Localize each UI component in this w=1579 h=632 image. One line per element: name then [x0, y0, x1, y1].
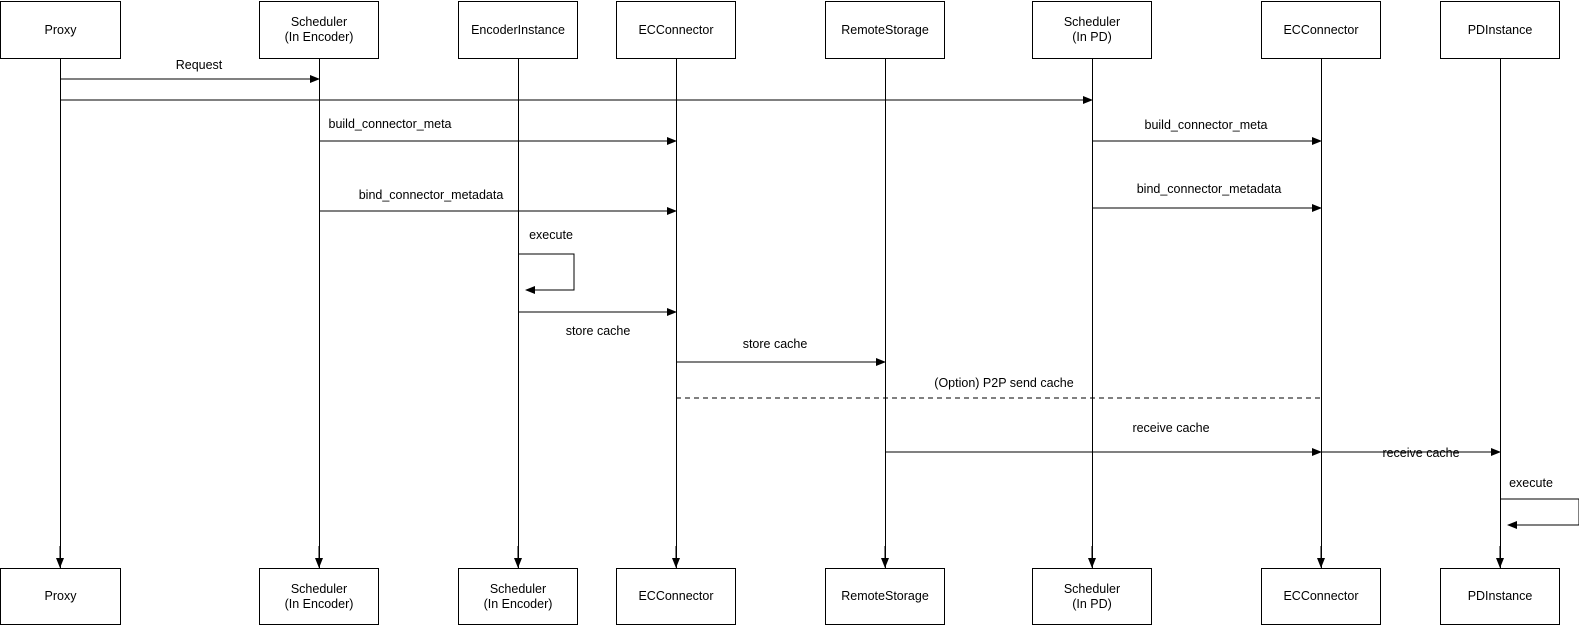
- participant-box-bottom-encoder-instance: Scheduler(In Encoder): [458, 568, 578, 625]
- participant-label: PDInstance: [1467, 589, 1533, 603]
- participant-label: Proxy: [44, 22, 77, 37]
- message-label-receive-cache-2: receive cache: [1382, 446, 1460, 460]
- lifeline-proxy: [60, 59, 61, 568]
- participant-box-bottom-remote-storage: RemoteStorage: [825, 568, 945, 625]
- self-message-execute-pdinstance: [1500, 498, 1579, 529]
- participant-label: ECConnector: [638, 22, 714, 37]
- participant-box-bottom-pd-instance: PDInstance: [1440, 568, 1560, 625]
- participant-box-top-ecconnector-pd: ECConnector: [1261, 1, 1381, 59]
- message-label-p2p-send-cache: (Option) P2P send cache: [934, 376, 1074, 390]
- participant-label: Proxy: [44, 589, 77, 603]
- lifeline-ecconnector-pd: [1321, 59, 1322, 568]
- participant-sublabel: (In PD): [1072, 596, 1112, 611]
- lifeline-ecconnector-enc: [676, 59, 677, 568]
- participant-sublabel: (In Encoder): [284, 30, 354, 44]
- participant-label: Scheduler: [1063, 15, 1121, 29]
- lifeline-pd-instance: [1500, 59, 1501, 568]
- participant-sublabel: (In PD): [1072, 30, 1112, 44]
- participant-box-top-remote-storage: RemoteStorage: [825, 1, 945, 59]
- participant-label: Scheduler: [290, 581, 348, 596]
- participant-box-top-scheduler-encoder: Scheduler(In Encoder): [259, 1, 379, 59]
- participant-label: PDInstance: [1467, 22, 1533, 37]
- participant-label: RemoteStorage: [841, 22, 929, 37]
- self-message-label-execute-encoder: execute: [529, 228, 573, 242]
- participant-label: Scheduler: [290, 15, 348, 29]
- participant-label: ECConnector: [1283, 589, 1359, 603]
- participant-box-bottom-scheduler-encoder: Scheduler(In Encoder): [259, 568, 379, 625]
- participant-box-bottom-ecconnector-enc: ECConnector: [616, 568, 736, 625]
- message-label-store-cache-2: store cache: [742, 337, 808, 351]
- lifeline-scheduler-encoder: [319, 59, 320, 568]
- participant-box-top-proxy: Proxy: [0, 1, 121, 59]
- lifeline-scheduler-pd: [1092, 59, 1093, 568]
- participant-label: Scheduler: [489, 581, 547, 596]
- lifeline-remote-storage: [885, 59, 886, 568]
- participant-box-bottom-proxy: Proxy: [0, 568, 121, 625]
- message-label-request: Request: [175, 58, 223, 72]
- participant-box-top-pd-instance: PDInstance: [1440, 1, 1560, 59]
- participant-label: EncoderInstance: [471, 22, 565, 37]
- participant-sublabel: (In Encoder): [284, 596, 354, 611]
- message-label-receive-cache-1: receive cache: [1132, 421, 1210, 435]
- participant-label: Scheduler: [1063, 581, 1121, 596]
- participant-box-top-ecconnector-enc: ECConnector: [616, 1, 736, 59]
- participant-box-top-encoder-instance: EncoderInstance: [458, 1, 578, 59]
- message-label-store-cache-1: store cache: [565, 324, 631, 338]
- participant-box-top-scheduler-pd: Scheduler(In PD): [1032, 1, 1152, 59]
- participant-sublabel: (In Encoder): [483, 596, 553, 611]
- message-label-build-connector-meta-1: build_connector_meta: [328, 117, 452, 131]
- participant-label: RemoteStorage: [841, 589, 929, 603]
- self-message-label-execute-pdinstance: execute: [1509, 476, 1553, 490]
- participant-box-bottom-scheduler-pd: Scheduler(In PD): [1032, 568, 1152, 625]
- participant-box-bottom-ecconnector-pd: ECConnector: [1261, 568, 1381, 625]
- message-label-build-connector-meta-2: build_connector_meta: [1144, 118, 1268, 132]
- lifeline-encoder-instance: [518, 59, 519, 568]
- participant-label: ECConnector: [1283, 22, 1359, 37]
- participant-label: ECConnector: [638, 589, 714, 603]
- message-label-bind-connector-meta-1: bind_connector_metadata: [358, 188, 504, 202]
- self-message-execute-encoder: [518, 253, 575, 294]
- message-label-bind-connector-meta-2: bind_connector_metadata: [1136, 182, 1282, 196]
